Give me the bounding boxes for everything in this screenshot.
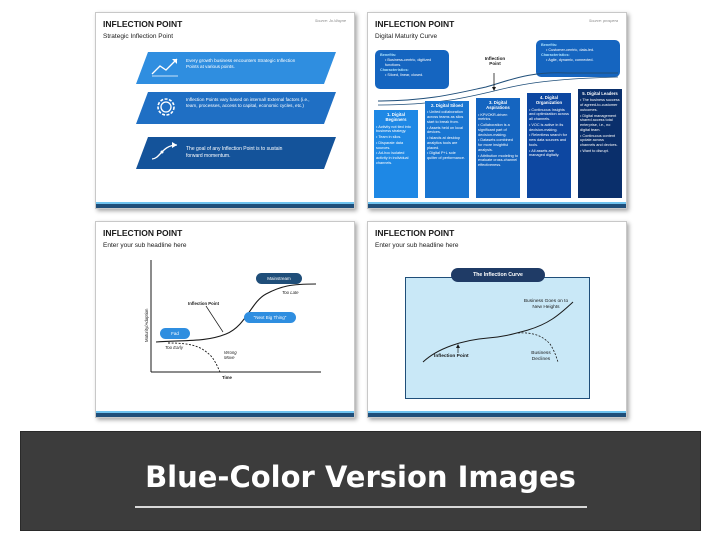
too-late-label: Too Late: [282, 290, 299, 295]
ribbon-text-2: Inflection Points vary based on internal…: [186, 97, 310, 108]
wrong-move-label: Wrong Move: [224, 350, 237, 360]
inflection-point-label: Inflection Point: [484, 56, 506, 66]
trend-chart-icon: [151, 58, 178, 77]
slide-accent-bar: [96, 202, 354, 204]
slide-source: Source: Jo-Wayne: [314, 19, 346, 23]
banner-title: Blue-Color Version Images: [145, 460, 576, 494]
inflection-point-label: Inflection Point: [188, 301, 220, 306]
slide-accent-bar: [368, 411, 626, 413]
slide-thumbnail-inflection-curve[interactable]: INFLECTION POINT Enter your sub headline…: [367, 221, 627, 418]
slide-subtitle: Strategic Inflection Point: [103, 33, 174, 40]
mainstream-tag: Mainstream: [256, 273, 302, 284]
slide-title: INFLECTION POINT: [103, 19, 183, 29]
new-heights-label: Business Goes on to New Heights: [523, 299, 569, 311]
ribbon-item-1: [136, 52, 336, 84]
slide-title: INFLECTION POINT: [375, 228, 455, 238]
slide-subtitle: Digital Maturity Curve: [375, 33, 438, 40]
slide-title: INFLECTION POINT: [103, 228, 183, 238]
x-axis-label: Time: [222, 375, 232, 380]
right-benefits-pill: Benefits: • Customer-centric, data-led. …: [536, 40, 620, 77]
slide-footer-bar: [368, 204, 626, 208]
fad-tag: Fad: [160, 328, 190, 339]
inflection-point-label: Inflection Point: [434, 354, 469, 359]
slide-footer-bar: [368, 413, 626, 417]
gear-icon: [157, 98, 175, 116]
y-axis-label: Maturity/Adoption: [144, 308, 149, 342]
stage-column-4: 4. Digital Organization • Continuous Ins…: [527, 93, 571, 198]
curve-panel-title: The Inflection Curve: [451, 268, 545, 282]
stage-column-5: 5. Digital Leaders • The business succes…: [578, 89, 622, 198]
ribbon-item-2: [136, 92, 336, 124]
ribbon-text-3: The goal of any Inflection Point is to s…: [186, 146, 283, 159]
slide-subtitle: Enter your sub headline here: [103, 242, 187, 249]
caption-banner: Blue-Color Version Images: [20, 431, 701, 531]
slide-accent-bar: [96, 411, 354, 413]
business-declines-label: Business Declines: [531, 351, 551, 363]
banner-underline: [135, 506, 587, 508]
slide-title: INFLECTION POINT: [375, 19, 455, 29]
left-benefits-pill: Benefits: • Business-centric, digitized …: [375, 50, 449, 89]
stage-column-3: 3. Digital Aspirations • KPI/OKR-driven …: [476, 98, 520, 198]
inflection-curve-panel: [405, 277, 590, 399]
slide-footer-bar: [96, 204, 354, 208]
stage-column-2: 2. Digital Siloed • United collaboration…: [425, 101, 469, 198]
inflection-curve: [422, 301, 574, 363]
ribbon-item-3: [136, 137, 336, 169]
slide-thumbnail-digital-maturity[interactable]: INFLECTION POINT Digital Maturity Curve …: [367, 12, 627, 209]
slide-accent-bar: [368, 202, 626, 204]
next-big-thing-tag: "Next Big Thing": [244, 312, 296, 323]
slide-thumbnail-strategic-inflection[interactable]: INFLECTION POINT Strategic Inflection Po…: [95, 12, 355, 209]
slide-subtitle: Enter your sub headline here: [375, 242, 459, 249]
slide-thumbnail-adoption-curve[interactable]: INFLECTION POINT Enter your sub headline…: [95, 221, 355, 418]
stage-column-1: 1. Digital Beginners • Activity not tied…: [374, 110, 418, 198]
ribbon-text-1: Every growth business encounters Strateg…: [186, 58, 296, 69]
slide-source: Source: prospera: [588, 19, 618, 23]
curve-arrow-icon: [151, 142, 178, 160]
too-early-label: Too Early: [165, 345, 183, 350]
slide-footer-bar: [96, 413, 354, 417]
adoption-curve-chart: [150, 260, 321, 373]
